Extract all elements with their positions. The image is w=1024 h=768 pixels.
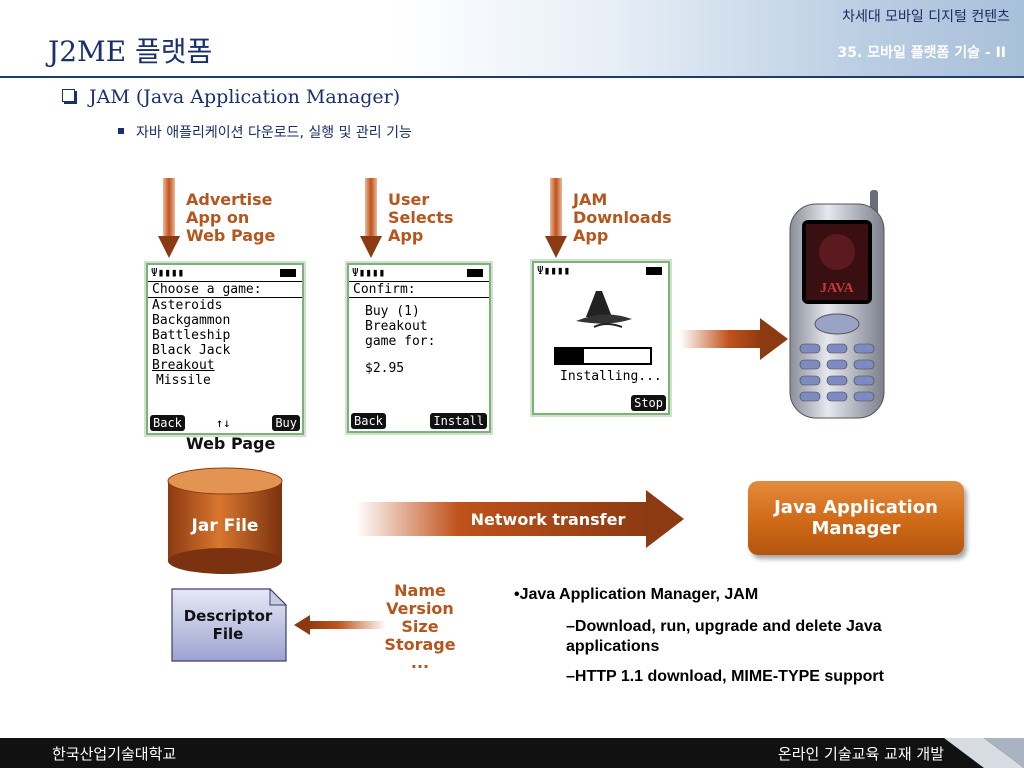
status-row: Ψ▮▮▮▮ bbox=[148, 265, 302, 282]
game-item: Backgammon bbox=[152, 313, 231, 328]
attribute-item: ... bbox=[410, 653, 430, 672]
network-transfer-label: Network transfer bbox=[471, 510, 626, 529]
battery-icon bbox=[646, 267, 662, 275]
down-arrow-icon bbox=[360, 178, 382, 258]
confirm-line bbox=[349, 349, 489, 361]
slide-title: J2ME 플랫폼 bbox=[48, 35, 213, 68]
bullet-jam-desc-text: 자바 애플리케이션 다운로드, 실행 및 관리 기능 bbox=[136, 125, 412, 141]
step-line: Web Page bbox=[186, 226, 276, 245]
step-download-label: JAM Downloads App bbox=[573, 191, 672, 245]
install-softkey: Install bbox=[430, 413, 487, 429]
signal-icon: Ψ▮▮▮▮ bbox=[151, 266, 185, 279]
step-line: Downloads bbox=[573, 208, 672, 227]
down-arrow-icon bbox=[158, 178, 180, 258]
footer-corner-decoration bbox=[944, 738, 1024, 768]
square-bullet-icon bbox=[118, 128, 124, 134]
bullet-jam-text: JAM (Java Application Manager) bbox=[89, 86, 401, 108]
confirm-line: Breakout bbox=[365, 319, 428, 334]
descriptor-file-line2: File bbox=[213, 625, 244, 643]
step-line: App bbox=[573, 226, 609, 245]
nav-arrows-icon: ↑↓ bbox=[216, 416, 231, 430]
phone-screen-label: JAVA bbox=[820, 281, 855, 296]
game-item: Missile bbox=[156, 373, 211, 388]
attribute-item: Size bbox=[401, 617, 439, 636]
right-arrow-icon bbox=[680, 318, 788, 360]
descriptor-file-line1: Descriptor bbox=[184, 607, 273, 625]
screen-installing: Ψ▮▮▮▮ Installing... Stop bbox=[532, 261, 670, 415]
installing-text: Installing... bbox=[560, 369, 662, 384]
descriptor-file-icon: Descriptor File bbox=[171, 587, 288, 662]
game-item-selected: Breakout bbox=[152, 358, 215, 373]
status-row: Ψ▮▮▮▮ bbox=[349, 265, 489, 282]
screen-confirm: Ψ▮▮▮▮ Confirm: Buy (1) Breakout game for… bbox=[347, 263, 491, 433]
game-item: Battleship bbox=[152, 328, 231, 343]
battery-icon bbox=[467, 269, 483, 277]
step-line: App on bbox=[186, 208, 250, 227]
mobile-phone-icon: JAVA bbox=[789, 190, 885, 419]
footer-program: 온라인 기술교육 교재 개발 bbox=[777, 745, 944, 763]
attribute-item: Name bbox=[394, 581, 446, 600]
info-item: –HTTP 1.1 download, MIME-TYPE support bbox=[566, 668, 884, 685]
screen-header: Choose a game: bbox=[148, 282, 302, 298]
web-page-caption: Web Page bbox=[186, 434, 276, 453]
game-item: Black Jack bbox=[152, 343, 231, 358]
step-line: JAM bbox=[573, 190, 608, 209]
game-item: Asteroids bbox=[152, 298, 223, 313]
jam-box-line: Java Application bbox=[774, 497, 938, 518]
install-progress-fill bbox=[556, 349, 585, 363]
battery-icon bbox=[280, 269, 296, 277]
step-line: Advertise bbox=[186, 190, 273, 209]
screen-choose-game: Ψ▮▮▮▮ Choose a game: Asteroids Backgammo… bbox=[146, 263, 304, 435]
confirm-line: Buy (1) bbox=[365, 304, 420, 319]
header-divider bbox=[0, 76, 1024, 78]
down-arrow-icon bbox=[545, 178, 567, 258]
confirm-line: game for: bbox=[365, 334, 436, 349]
jar-file-label: Jar File bbox=[191, 516, 259, 536]
network-transfer-arrow: Network transfer bbox=[356, 490, 684, 548]
attribute-item: Storage bbox=[384, 635, 456, 654]
signal-icon: Ψ▮▮▮▮ bbox=[352, 266, 386, 279]
course-name: 차세대 모바일 디지털 컨텐츠 bbox=[842, 9, 1010, 25]
info-title: •Java Application Manager, JAM bbox=[514, 586, 759, 603]
buy-softkey: Buy bbox=[272, 415, 300, 431]
back-softkey: Back bbox=[351, 413, 386, 429]
chapter-label: 35. 모바일 플랫폼 기술 - II bbox=[837, 45, 1006, 61]
header-band bbox=[0, 0, 1024, 78]
install-progress-bar bbox=[554, 347, 652, 365]
left-arrow-icon bbox=[294, 615, 386, 635]
footer-school: 한국산업기술대학교 bbox=[52, 745, 177, 763]
java-logo-icon bbox=[576, 291, 632, 328]
attribute-item: Version bbox=[386, 599, 454, 618]
signal-icon: Ψ▮▮▮▮ bbox=[537, 264, 571, 277]
price-line: $2.95 bbox=[365, 361, 405, 376]
footer-bar bbox=[0, 738, 1024, 768]
status-row: Ψ▮▮▮▮ bbox=[534, 263, 668, 279]
bullet-jam-desc: 자바 애플리케이션 다운로드, 실행 및 관리 기능 bbox=[118, 122, 412, 142]
info-item: –Download, run, upgrade and delete Java … bbox=[566, 618, 882, 655]
step-advertise-label: Advertise App on Web Page bbox=[186, 191, 275, 245]
jam-box-line: Manager bbox=[811, 518, 901, 539]
step-select-label: User Selects App bbox=[388, 191, 453, 245]
jam-box: Java Application Manager bbox=[748, 481, 964, 555]
step-line: Selects bbox=[388, 208, 454, 227]
back-softkey: Back bbox=[150, 415, 185, 431]
stop-softkey: Stop bbox=[631, 395, 666, 411]
descriptor-attributes: Name Version Size Storage ... bbox=[378, 582, 462, 672]
bullet-jam: JAM (Java Application Manager) bbox=[62, 86, 400, 108]
checkbox-bullet-icon bbox=[62, 89, 75, 102]
screen-header: Confirm: bbox=[349, 282, 489, 298]
jar-file-cylinder: Jar File bbox=[167, 467, 283, 574]
step-line: User bbox=[388, 190, 430, 209]
step-line: App bbox=[388, 226, 424, 245]
